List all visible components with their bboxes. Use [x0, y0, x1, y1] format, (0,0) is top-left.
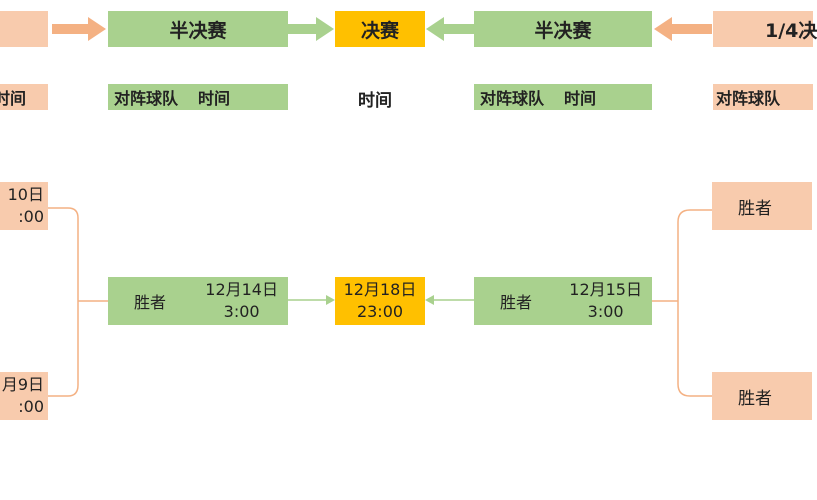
arrow-left-to-semi [52, 17, 106, 41]
subheader-left-time: 时间 [0, 89, 26, 108]
semi-right-time: 3:00 [587, 302, 624, 321]
right-quarter-match-2-teams: 胜者 [738, 388, 772, 409]
stage-semi-left: 半决赛 [108, 11, 288, 47]
subheader-quarter-right-teams: 对阵球队 [716, 89, 781, 108]
left-quarter-match-1-datetime: 10日 :00 [8, 184, 48, 228]
subheader-quarter-right: 对阵球队 [713, 84, 813, 110]
subheader-semi-right-time: 时间 [564, 89, 597, 108]
stage-quarter-right: 1/4决 [713, 11, 817, 47]
subheader-left-edge: 时间 [0, 84, 48, 110]
semi-right-teams: 胜者 [500, 293, 533, 312]
arrow-semi-left-final [288, 295, 335, 305]
arrow-semi-right-final [425, 295, 474, 305]
subheader-semi-right: 对阵球队 时间 [474, 84, 652, 110]
left-quarter-match-1-time: :00 [18, 207, 44, 226]
right-quarter-match-1: 胜者 [712, 182, 812, 230]
subheader-semi-right-teams: 对阵球队 [480, 89, 545, 108]
subheader-final-time: 时间 [358, 91, 392, 111]
arrow-right-to-semi [654, 17, 712, 41]
right-quarter-match-2: 胜者 [712, 372, 812, 420]
stage-final: 决赛 [335, 11, 425, 47]
semi-left-match: 胜者 12月14日 3:00 [108, 277, 288, 325]
left-bracket-line [48, 207, 79, 397]
final-date: 12月18日 [343, 280, 417, 299]
stage-left-edge [0, 11, 48, 47]
left-quarter-match-1-date: 10日 [7, 185, 44, 204]
semi-right-datetime: 12月15日 3:00 [569, 279, 642, 323]
final-time: 23:00 [356, 302, 404, 321]
semi-left-date: 12月14日 [205, 280, 278, 299]
semi-left-teams: 胜者 [134, 293, 167, 312]
semi-right-match: 胜者 12月15日 3:00 [474, 277, 652, 325]
bracket-connectors [48, 17, 712, 397]
left-quarter-match-2-time: :00 [18, 397, 44, 416]
subheader-semi-left-time: 时间 [198, 89, 231, 108]
right-bracket-line [677, 209, 712, 397]
left-quarter-match-2-date: 月9日 [1, 375, 44, 394]
arrow-semi-to-final [288, 17, 334, 41]
semi-left-datetime: 12月14日 3:00 [205, 279, 278, 323]
semi-right-date: 12月15日 [569, 280, 642, 299]
subheader-semi-left: 对阵球队 时间 [108, 84, 288, 110]
stage-semi-right: 半决赛 [474, 11, 652, 47]
left-quarter-match-2-datetime: 月9日 :00 [2, 374, 48, 418]
left-quarter-match-1: 10日 :00 [0, 182, 48, 230]
semi-left-time: 3:00 [223, 302, 260, 321]
right-quarter-match-1-teams: 胜者 [738, 198, 772, 219]
subheader-semi-left-teams: 对阵球队 [114, 89, 179, 108]
left-quarter-match-2: 月9日 :00 [0, 372, 48, 420]
arrow-semi-right-to-final [426, 17, 474, 41]
final-match: 12月18日 23:00 [335, 277, 425, 325]
